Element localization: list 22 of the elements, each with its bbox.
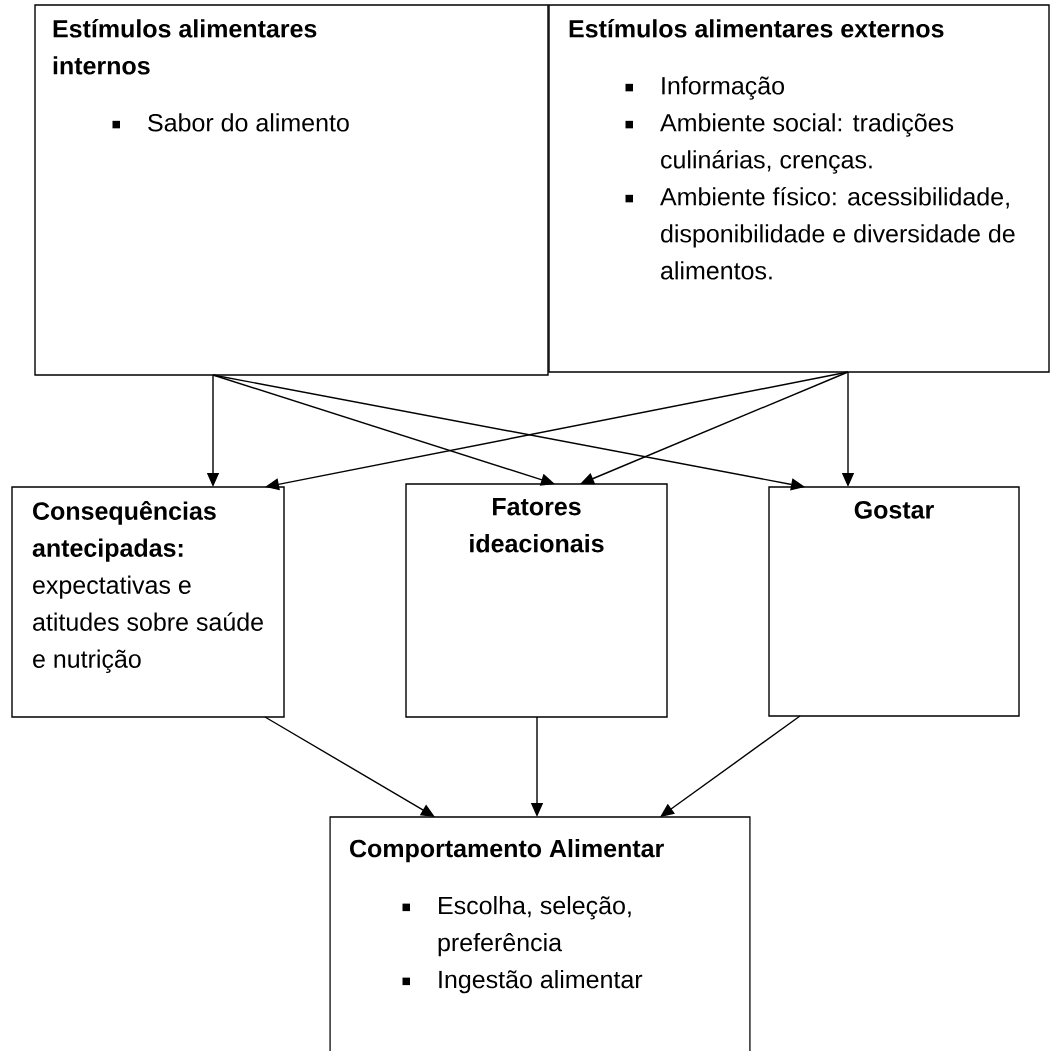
- text-box: [548, 4, 1050, 373]
- bullet-item: Ingestão alimentar: [402, 970, 643, 994]
- heading: Estímulos alimentares internos: [53, 19, 317, 75]
- bullet-item: Sabor do alimento: [112, 113, 349, 132]
- heading: Fatores ideacionais: [470, 498, 604, 553]
- text-box: [329, 816, 751, 1051]
- text-box: [768, 486, 1020, 717]
- body-text: expectativas e atitudes sobre saúde e nutrição: [33, 575, 263, 673]
- text-box: [405, 483, 668, 718]
- bullet-item: Ambiente social: tradições culinárias, crenças.: [625, 113, 954, 174]
- bullet-item: Escolha, seleção, preferência: [402, 896, 631, 957]
- bullet-item: Ambiente físico: acessibilidade, disponibilidade e diversidade de alimentos.: [625, 186, 1015, 280]
- bullet-item: Informação: [625, 76, 784, 100]
- text-box: [34, 4, 549, 376]
- heading: Estímulos alimentares externos: [569, 19, 944, 38]
- arrow: [580, 371, 849, 485]
- arrow: [660, 715, 801, 817]
- heading: Comportamento Alimentar: [350, 839, 664, 863]
- text-box: [11, 486, 285, 718]
- heading: Consequências antecipadas:: [32, 501, 216, 562]
- arrow: [264, 716, 435, 817]
- heading: Gostar: [854, 501, 934, 519]
